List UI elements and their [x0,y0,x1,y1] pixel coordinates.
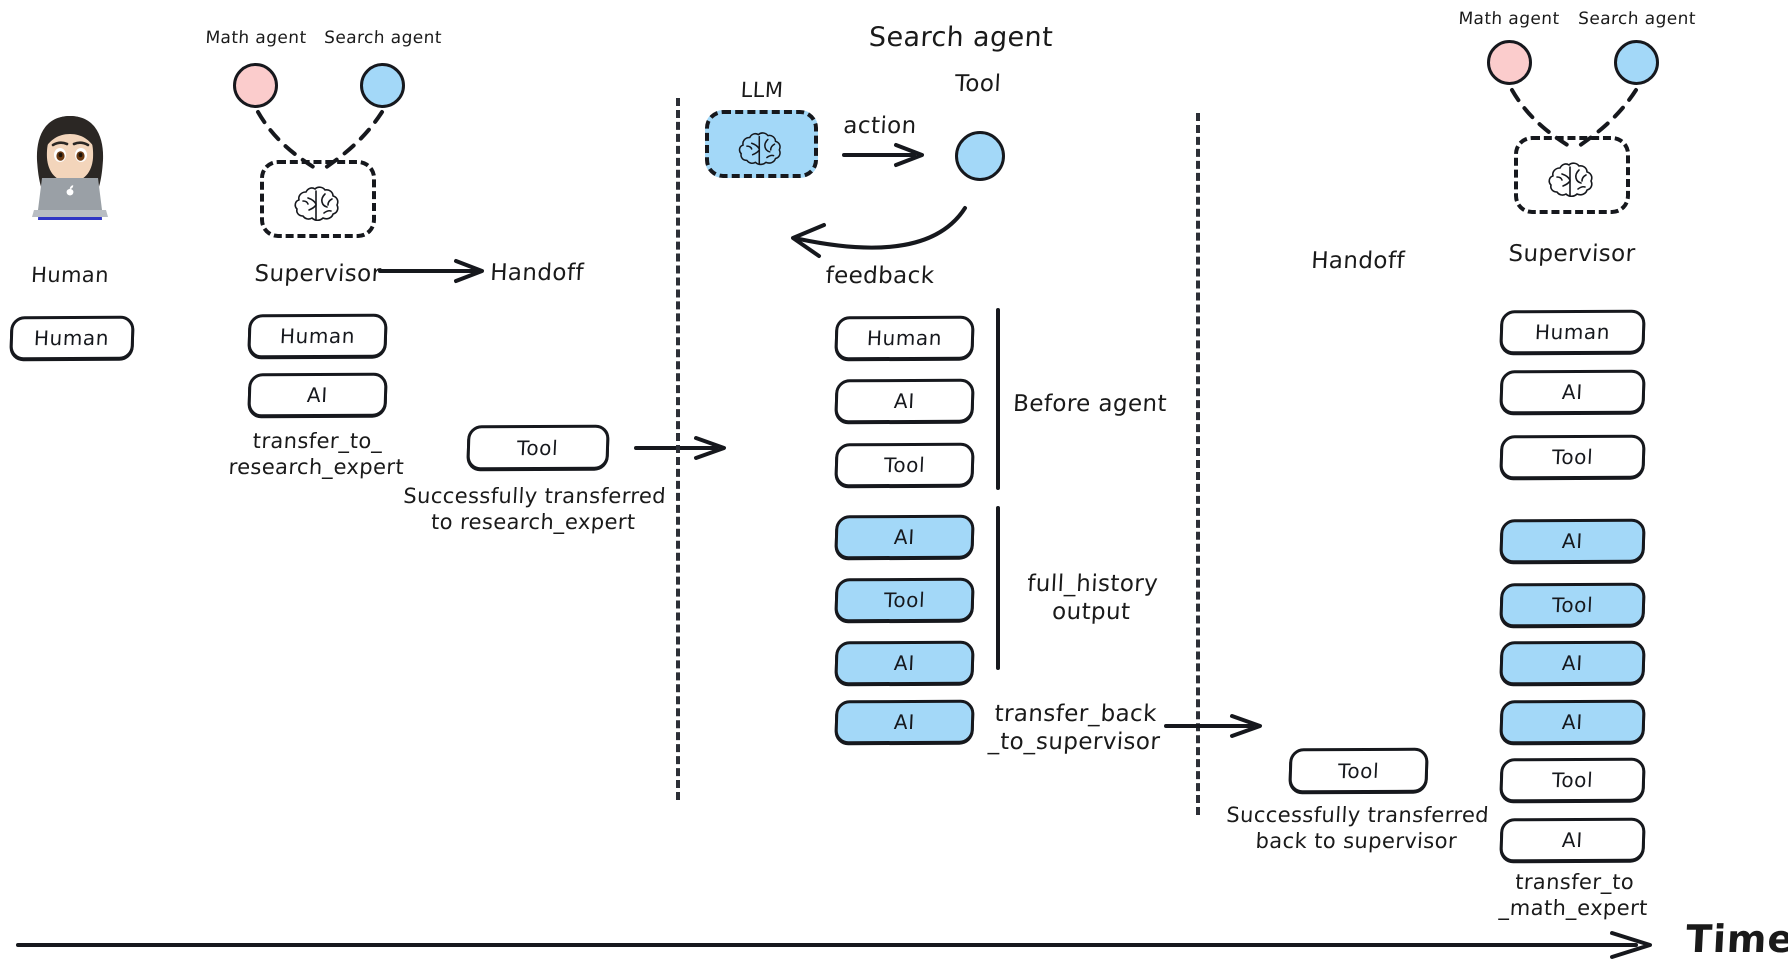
transfer-back-to-supervisor-label: transfer_back _to_supervisor [987,701,1161,756]
tool-node-center[interactable] [955,131,1005,181]
handoff-flow-arrow-left [634,436,726,460]
search-agent-heading: Search agent [868,22,1054,53]
message-chip-ai-highlighted[interactable]: AI [1499,699,1646,745]
llm-label: LLM [740,78,785,102]
chip-label: Tool [1551,592,1594,618]
tool-label-center: Tool [954,71,1002,97]
chip-label: Human [279,323,356,349]
chip-label: Tool [1337,758,1380,783]
full-history-output-label: full_history output [1026,571,1159,626]
math-agent-node-left[interactable] [233,63,278,108]
brain-icon [738,132,781,166]
chip-label: AI [1561,528,1584,554]
time-axis-arrow [16,931,1652,959]
chip-label: Tool [883,452,926,478]
supervisor-label-right: Supervisor [1507,241,1637,267]
supervisor-links-right [1510,88,1638,148]
transfer-to-math-expert-annotation: transfer_to _math_expert [1498,870,1649,920]
supervisor-label-left: Supervisor [253,261,383,287]
message-chip-ai[interactable]: AI [1499,817,1646,863]
chip-label: Tool [516,435,560,460]
search-agent-node-left[interactable] [360,63,405,108]
math-agent-label-right: Math agent [1457,9,1561,29]
message-chip-tool[interactable]: Tool [1499,757,1646,803]
chip-label: AI [1561,709,1584,735]
time-axis-label: Time [1684,917,1788,961]
message-chip-ai-highlighted[interactable]: AI [834,514,975,560]
chip-label: AI [893,524,916,550]
message-chip-ai[interactable]: AI [1499,369,1646,415]
brain-icon [1548,162,1593,198]
panel-divider-1 [676,98,680,800]
message-chip-tool-highlighted[interactable]: Tool [834,577,975,623]
human-label: Human [30,263,110,287]
handoff-left-caption: Successfully transferred to research_exp… [402,484,667,534]
supervisor-box-left[interactable] [260,160,376,238]
chip-label: AI [306,382,329,408]
panel-divider-2 [1196,113,1200,815]
action-arrow [842,143,924,167]
message-chip-ai-highlighted[interactable]: AI [1499,518,1646,564]
chip-label: Human [33,325,111,351]
message-chip-tool-highlighted[interactable]: Tool [1499,582,1646,628]
chip-label: AI [893,650,916,676]
llm-box[interactable] [705,110,818,178]
message-chip-tool[interactable]: Tool [1499,434,1646,480]
human-avatar-icon [28,110,112,220]
handoff-arrow-left [378,259,484,283]
message-chip-ai-transfer-back[interactable]: AI [834,699,975,745]
message-chip-ai-highlighted[interactable]: AI [1499,640,1646,686]
chip-label: Tool [1551,444,1594,470]
before-agent-brace [996,308,1000,490]
before-agent-label: Before agent [1012,391,1168,417]
chip-label: Tool [883,587,926,613]
full-history-brace [996,506,1000,670]
chip-label: AI [1561,650,1584,676]
search-agent-label-right: Search agent [1577,9,1697,29]
message-chip-human[interactable]: Human [247,313,388,359]
chip-label: AI [1561,379,1584,405]
handoff-flow-arrow-right [1164,714,1262,738]
message-chip-tool[interactable]: Tool [834,442,975,488]
message-chip-ai-highlighted[interactable]: AI [834,640,975,686]
message-chip-human[interactable]: Human [834,315,975,361]
chip-label: Tool [1551,767,1594,793]
chip-label: AI [1561,827,1584,853]
brain-icon [294,186,339,222]
message-chip-human[interactable]: Human [1499,309,1646,355]
handoff-label-left: Handoff [489,260,585,286]
supervisor-box-right[interactable] [1514,136,1630,214]
feedback-label: feedback [824,263,936,289]
feedback-arrow [791,206,967,258]
supervisor-links-left [256,110,384,170]
handoff-right-caption: Successfully transferred back to supervi… [1225,803,1490,853]
message-chip-tool-handoff-left[interactable]: Tool [466,424,610,471]
search-agent-label-left: Search agent [323,28,443,48]
math-agent-node-right[interactable] [1487,40,1532,85]
chip-label: AI [893,709,916,735]
chip-label: Human [866,325,943,351]
action-label: action [842,113,918,139]
chip-label: Human [1534,319,1611,345]
message-chip-human-left[interactable]: Human [9,315,135,361]
transfer-to-research-expert-annotation: transfer_to_ research_expert [228,429,405,479]
message-chip-tool-handoff-right[interactable]: Tool [1288,747,1429,794]
message-chip-ai[interactable]: AI [834,378,975,424]
chip-label: AI [893,388,916,414]
handoff-label-right: Handoff [1310,248,1406,274]
math-agent-label-left: Math agent [204,28,308,48]
search-agent-node-right[interactable] [1614,40,1659,85]
message-chip-ai[interactable]: AI [247,372,388,418]
